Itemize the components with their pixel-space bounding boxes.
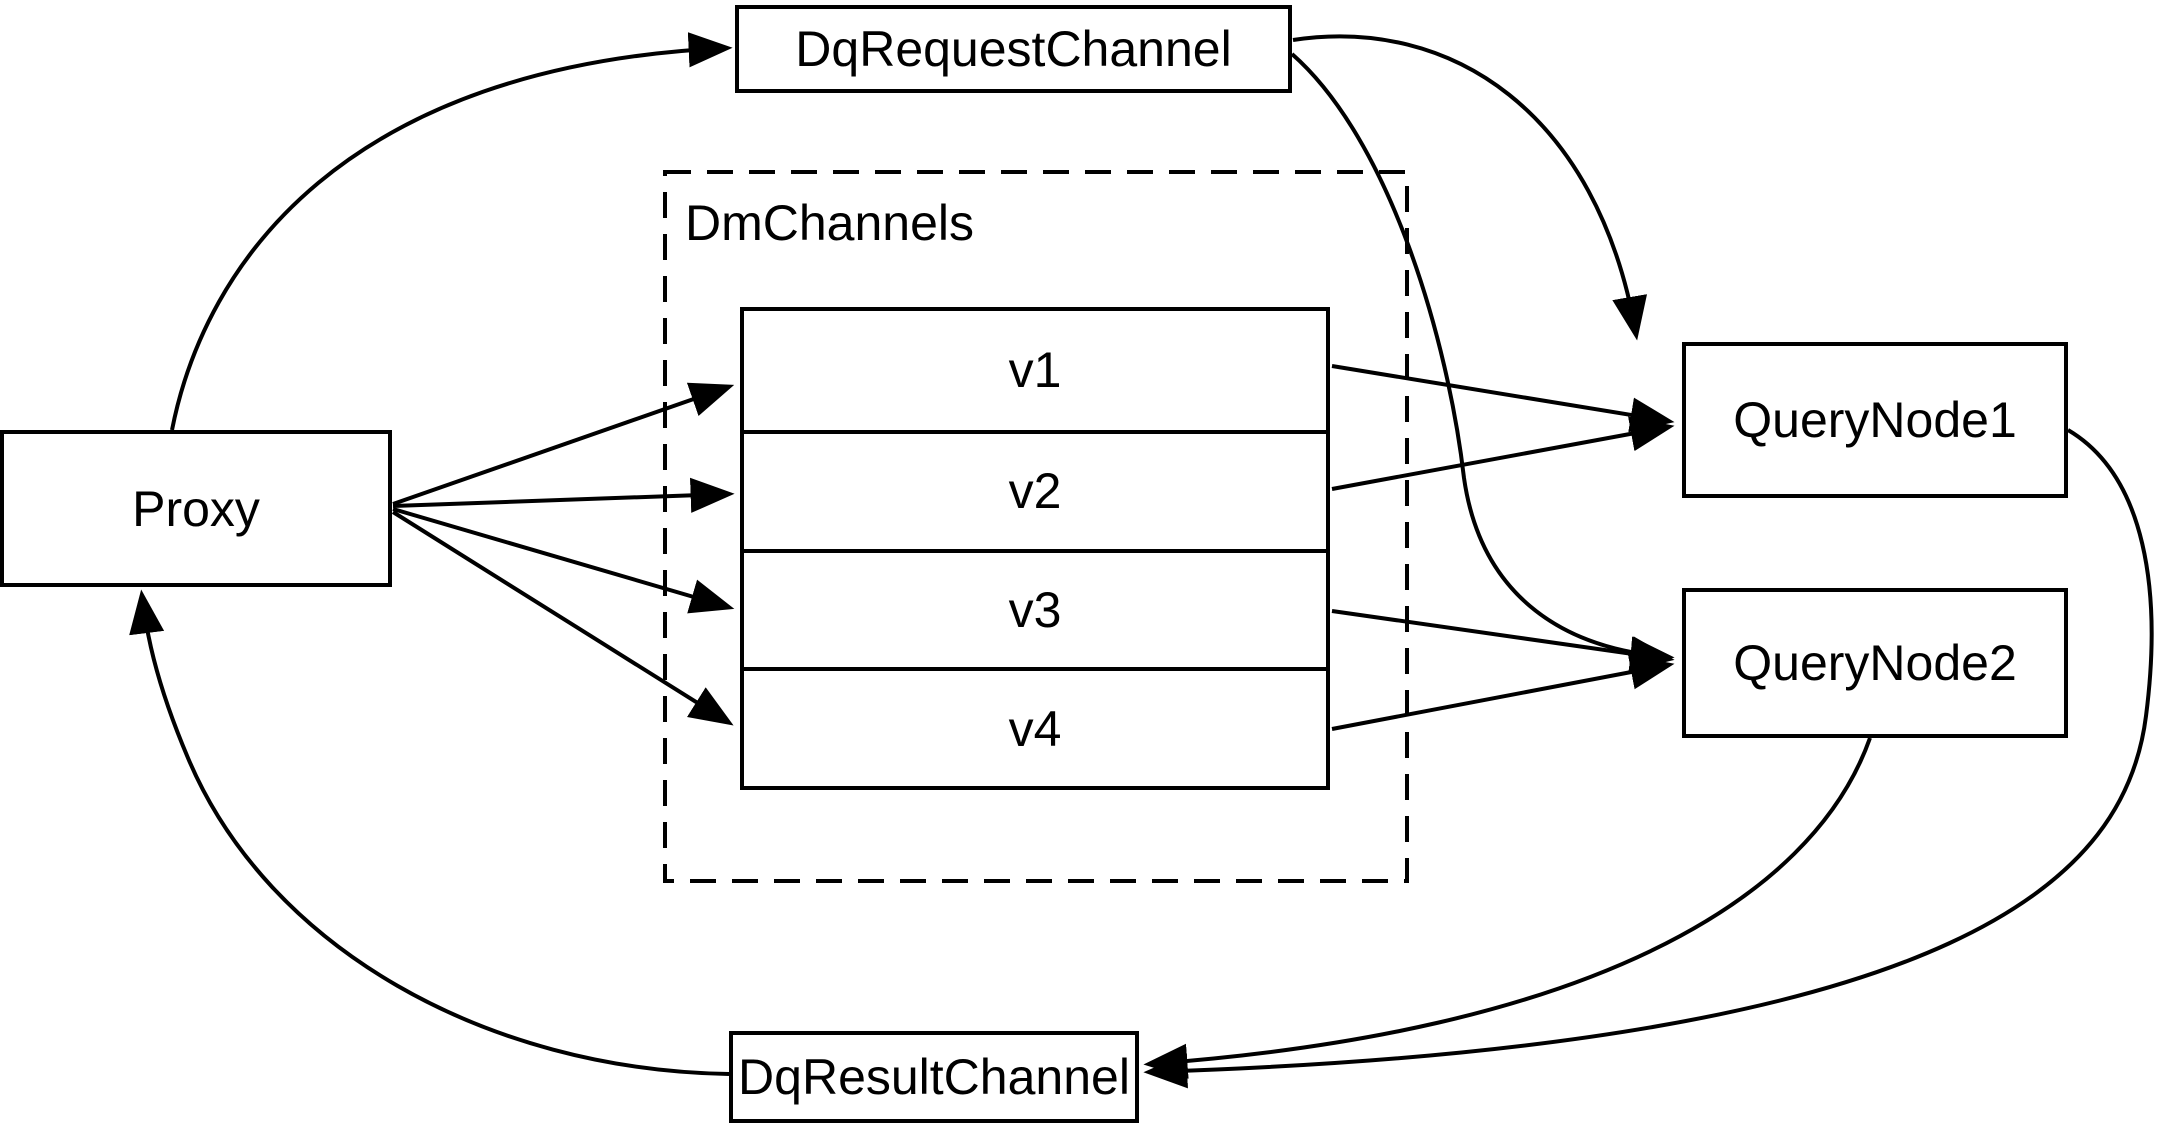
node-query-node2-label: QueryNode2 bbox=[1733, 635, 2017, 691]
arrow-proxy-to-channel-v1 bbox=[392, 382, 735, 506]
channel-row-v2: v2 bbox=[744, 429, 1326, 549]
arrow-channel-v1-to-query-node1 bbox=[1331, 364, 1675, 433]
arrow-proxy-to-channel-v4 bbox=[391, 510, 734, 726]
channel-v3-label: v3 bbox=[1008, 581, 1062, 638]
channel-row-v4: v4 bbox=[744, 667, 1326, 786]
arrow-proxy-to-channel-v3 bbox=[392, 507, 735, 614]
dm-channels-group-label: DmChannels bbox=[685, 195, 975, 251]
arrow-dq-request-channel-to-query-node2 bbox=[1290, 52, 1675, 672]
dm-channels-table: v1 v2 v3 v4 bbox=[740, 307, 1330, 790]
arrow-channel-v2-to-query-node1 bbox=[1331, 416, 1675, 491]
node-query-node1: QueryNode1 bbox=[1682, 342, 2068, 498]
node-query-node1-label: QueryNode1 bbox=[1733, 392, 2017, 448]
node-dq-request-channel-label: DqRequestChannel bbox=[795, 21, 1232, 77]
arrow-dq-result-channel-to-proxy bbox=[129, 589, 730, 1076]
arrow-proxy-to-channel-v2 bbox=[392, 477, 735, 513]
node-proxy-label: Proxy bbox=[132, 480, 260, 537]
arrow-channel-v4-to-query-node2 bbox=[1331, 654, 1675, 731]
channel-row-v3: v3 bbox=[744, 548, 1326, 668]
arrow-dq-request-channel-to-query-node1 bbox=[1292, 34, 1648, 341]
node-dq-result-channel-label: DqResultChannel bbox=[738, 1049, 1130, 1105]
channel-v4-label: v4 bbox=[1008, 700, 1062, 757]
arrow-proxy-to-dq-request-channel bbox=[170, 32, 733, 431]
channel-row-v1: v1 bbox=[744, 311, 1326, 430]
node-dq-result-channel: DqResultChannel bbox=[729, 1031, 1139, 1123]
arrow-channel-v3-to-query-node2 bbox=[1331, 609, 1675, 672]
node-dq-request-channel: DqRequestChannel bbox=[735, 5, 1292, 93]
node-proxy: Proxy bbox=[0, 430, 392, 587]
node-query-node2: QueryNode2 bbox=[1682, 588, 2068, 738]
channel-v2-label: v2 bbox=[1008, 463, 1062, 520]
channel-v1-label: v1 bbox=[1008, 342, 1062, 399]
